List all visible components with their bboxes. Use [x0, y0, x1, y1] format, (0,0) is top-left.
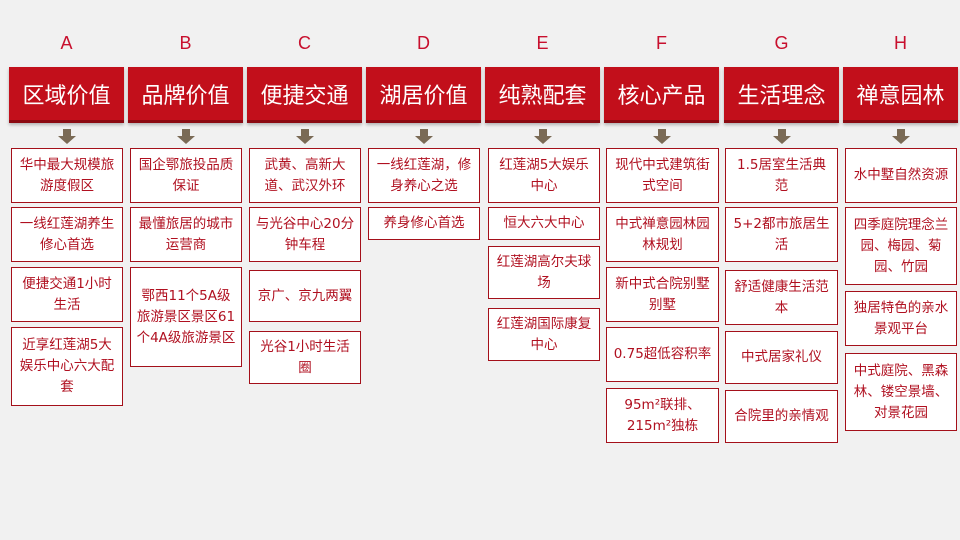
item-box: 华中最大规模旅游度假区: [11, 148, 123, 203]
item-box: 红莲湖高尔夫球场: [488, 246, 600, 299]
item-box: 一线红莲湖，修身养心之选: [368, 148, 480, 203]
item-box: 红莲湖5大娱乐中心: [488, 148, 600, 203]
item-box: 便捷交通1小时生活: [11, 267, 123, 322]
item-box: 现代中式建筑街式空间: [606, 148, 719, 203]
column-header: 湖居价值: [366, 67, 481, 123]
column-header: 核心产品: [604, 67, 719, 123]
item-box: 独居特色的亲水景观平台: [845, 291, 957, 346]
down-arrow-icon: [57, 129, 76, 145]
column-letter: G: [774, 33, 789, 53]
down-arrow-icon: [176, 129, 195, 145]
down-arrow-icon: [772, 129, 791, 145]
item-box: 国企鄂旅投品质保证: [130, 148, 242, 203]
item-box: 最懂旅居的城市运营商: [130, 207, 242, 262]
item-box: 恒大六大中心: [488, 207, 600, 240]
column-header: 便捷交通: [247, 67, 362, 123]
item-box: 四季庭院理念兰园、梅园、菊园、竹园: [845, 207, 957, 285]
column-letter: E: [536, 33, 549, 53]
item-box: 1.5居室生活典范: [725, 148, 838, 203]
column-letter: C: [298, 33, 311, 53]
item-box: 新中式合院别墅别墅: [606, 267, 719, 322]
item-box: 合院里的亲情观: [725, 390, 838, 443]
down-arrow-icon: [533, 129, 552, 145]
column-letter: B: [179, 33, 192, 53]
item-box: 一线红莲湖养生修心首选: [11, 207, 123, 262]
down-arrow-icon: [295, 129, 314, 145]
column-header: 品牌价值: [128, 67, 243, 123]
item-box: 舒适健康生活范本: [725, 270, 838, 325]
item-box: 武黄、高新大道、武汉外环: [249, 148, 361, 203]
item-box: 光谷1小时生活圈: [249, 331, 361, 384]
down-arrow-icon: [652, 129, 671, 145]
item-box: 水中墅自然资源: [845, 148, 957, 203]
column-letter: A: [60, 33, 73, 53]
column-header: 禅意园林: [843, 67, 958, 123]
item-box: 0.75超低容积率: [606, 327, 719, 382]
item-box: 与光谷中心20分钟车程: [249, 207, 361, 262]
item-box: 中式居家礼仪: [725, 331, 838, 384]
column-letter: F: [656, 33, 667, 53]
item-box: 鄂西11个5A级旅游景区景区61个4A级旅游景区: [130, 267, 242, 367]
item-box: 京广、京九两翼: [249, 270, 361, 322]
item-box: 5+2都市旅居生活: [725, 207, 838, 262]
column-header: 纯熟配套: [485, 67, 600, 123]
item-box: 红莲湖国际康复中心: [488, 308, 600, 361]
item-box: 养身修心首选: [368, 207, 480, 240]
item-box: 中式禅意园林园林规划: [606, 207, 719, 262]
column-letter: D: [417, 33, 430, 53]
column-letter: H: [894, 33, 907, 53]
item-box: 95m²联排、215m²独栋: [606, 388, 719, 443]
down-arrow-icon: [414, 129, 433, 145]
down-arrow-icon: [891, 129, 910, 145]
item-box: 中式庭院、黑森林、镂空景墙、对景花园: [845, 353, 957, 431]
item-box: 近享红莲湖5大娱乐中心六大配套: [11, 327, 123, 406]
column-header: 生活理念: [724, 67, 839, 123]
column-header: 区域价值: [9, 67, 124, 123]
